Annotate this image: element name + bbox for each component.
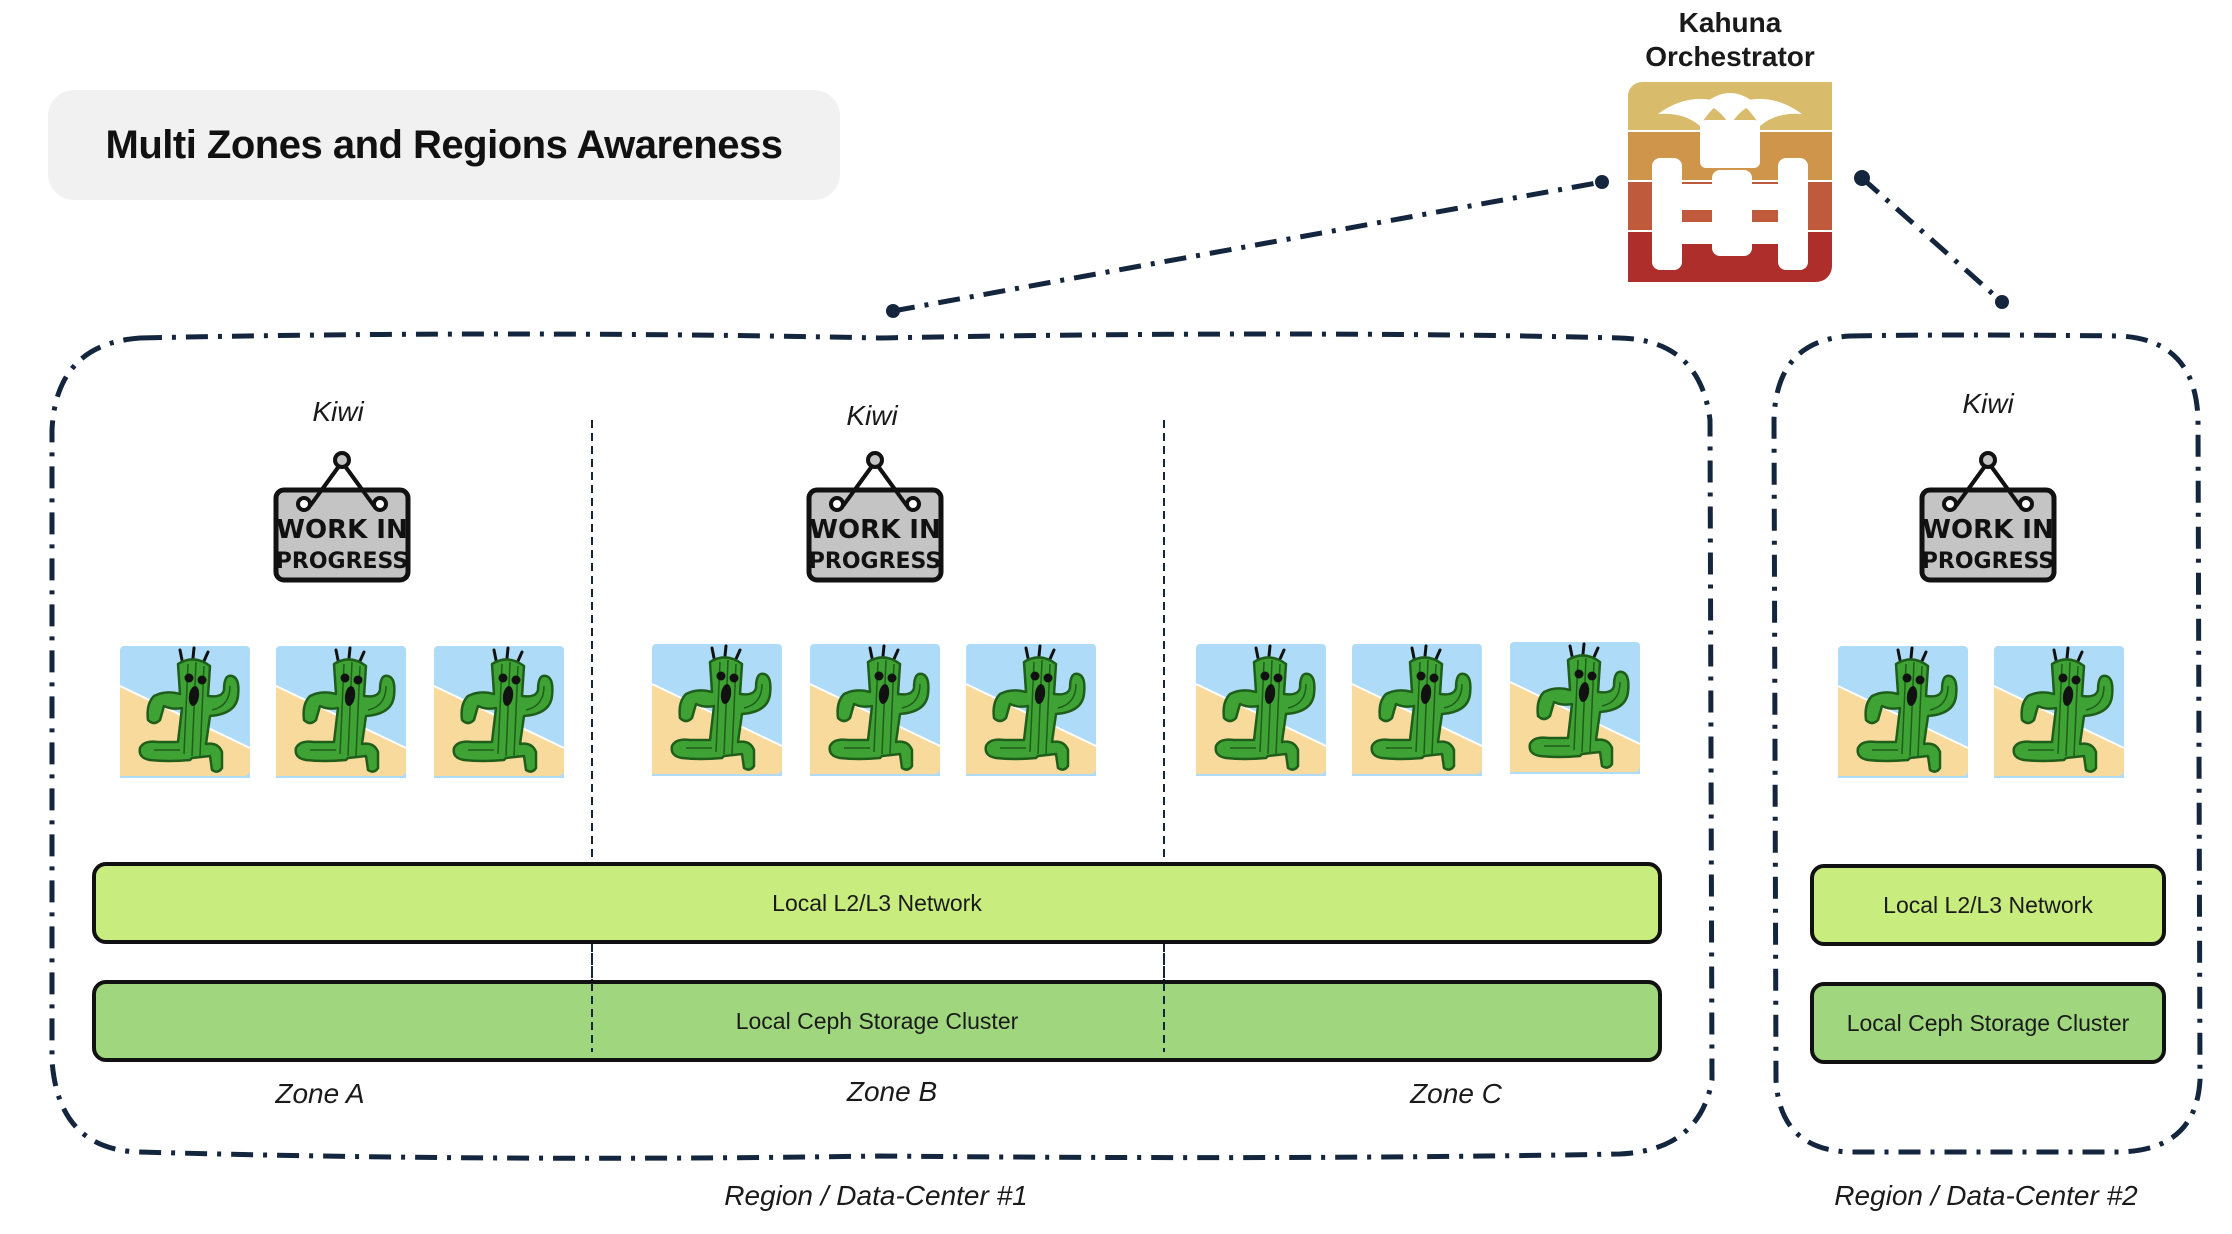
orchestrator-label-line2: Orchestrator <box>1645 41 1815 72</box>
orchestrator-label-line1: Kahuna <box>1678 7 1782 38</box>
cactuar-node-icon[interactable] <box>1508 640 1642 774</box>
sign-text-line1: WORK IN <box>1922 515 2053 545</box>
orchestrator-label: Kahuna Orchestrator <box>1590 6 1870 74</box>
cactuar-node-icon[interactable] <box>964 642 1098 776</box>
zone-label-c: Zone C <box>1410 1078 1502 1109</box>
work-in-progress-sign-icon: WORK IN PROGRESS <box>805 446 945 586</box>
diagram-title: Multi Zones and Regions Awareness <box>105 123 783 167</box>
connector-orch-to-region-2 <box>1860 176 2004 304</box>
region-label-2: Region / Data-Center #2 <box>1834 1180 2138 1211</box>
sign-text-line1: WORK IN <box>809 515 940 545</box>
work-in-progress-sign-icon: WORK IN PROGRESS <box>1918 446 2058 586</box>
sign-text-line2: PROGRESS <box>276 549 409 574</box>
cactuar-node-icon[interactable] <box>1194 642 1328 776</box>
cactuar-node-icon[interactable] <box>118 644 252 778</box>
work-in-progress-sign-icon: WORK IN PROGRESS <box>272 446 412 586</box>
storage-bar-label: Local Ceph Storage Cluster <box>735 1007 1019 1034</box>
connector-orch-to-region-1 <box>892 179 1603 314</box>
region-label-1: Region / Data-Center #1 <box>724 1180 1028 1211</box>
cactuar-node-icon[interactable] <box>1836 644 1970 778</box>
connector-endpoint-region-1 <box>886 304 900 318</box>
storage-bar-label: Local Ceph Storage Cluster <box>1846 1009 2130 1036</box>
connector-endpoint-orch-right <box>1854 170 1870 186</box>
connector-endpoint-orch-left <box>1595 175 1609 189</box>
kiwi-label-zone-b: Kiwi <box>846 400 898 431</box>
cactuar-node-icon[interactable] <box>432 644 566 778</box>
cactuar-node-icon[interactable] <box>808 642 942 776</box>
cactuar-node-icon[interactable] <box>1992 644 2126 778</box>
zone-label-a: Zone A <box>275 1078 365 1109</box>
cactuar-node-icon[interactable] <box>650 642 784 776</box>
sign-text-line2: PROGRESS <box>809 549 942 574</box>
cactuar-node-icon[interactable] <box>1350 642 1484 776</box>
cactuar-node-icon[interactable] <box>274 644 408 778</box>
kiwi-label-region-2: Kiwi <box>1962 388 2014 419</box>
sign-text-line2: PROGRESS <box>1922 549 2055 574</box>
sign-text-line1: WORK IN <box>276 515 407 545</box>
storage-bar-region-1[interactable]: Local Ceph Storage Cluster <box>92 980 1662 1062</box>
kiwi-label-zone-a: Kiwi <box>312 396 364 427</box>
network-bar-label: Local L2/L3 Network <box>772 889 982 916</box>
network-bar-label: Local L2/L3 Network <box>1883 891 2093 918</box>
network-bar-region-2[interactable]: Local L2/L3 Network <box>1810 864 2166 946</box>
network-bar-region-1[interactable]: Local L2/L3 Network <box>92 862 1662 944</box>
title-banner <box>48 90 840 200</box>
connector-endpoint-region-2 <box>1995 295 2009 309</box>
storage-bar-region-2[interactable]: Local Ceph Storage Cluster <box>1810 982 2166 1064</box>
zone-label-b: Zone B <box>846 1076 938 1107</box>
kahuna-logo-icon[interactable] <box>1628 82 1832 282</box>
